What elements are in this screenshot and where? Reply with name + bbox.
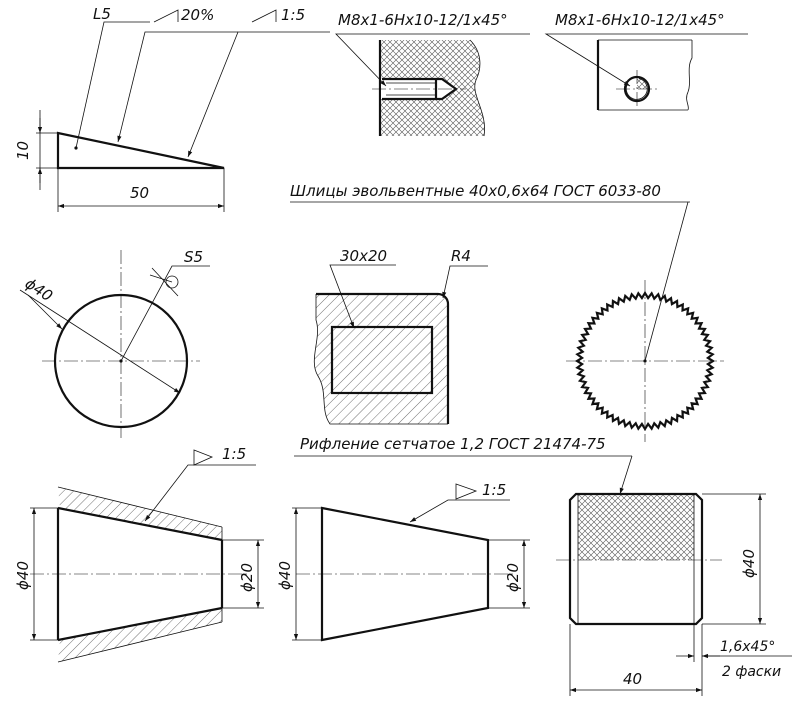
square-leader bbox=[120, 265, 210, 362]
taper-shaft-view: 1:5 ϕ40 ϕ20 bbox=[276, 481, 530, 642]
spline-leader bbox=[644, 201, 689, 362]
taper-hole-symbol-icon bbox=[193, 449, 214, 466]
wedge-slope-pct-label: 20% bbox=[181, 6, 214, 24]
wedge-body bbox=[56, 131, 225, 170]
knurl-body bbox=[568, 492, 704, 626]
wedge-leader-pct bbox=[117, 31, 238, 143]
slope-symbol-icon bbox=[153, 9, 179, 23]
taper-hole-big-label: ϕ40 bbox=[14, 561, 32, 590]
taper-hole-section-top bbox=[58, 487, 222, 540]
taper-hole-break-bottom bbox=[57, 621, 223, 663]
thread-hole-callout: M8x1-6Hx10-12/1x45° bbox=[338, 11, 508, 29]
slot-break bbox=[313, 294, 448, 425]
knurl-leader bbox=[619, 455, 633, 495]
taper-hole-section-bottom bbox=[58, 608, 222, 662]
wedge-length-label: 50 bbox=[130, 184, 149, 202]
square-diameter-arrow bbox=[27, 294, 63, 330]
square-marker-icon bbox=[165, 275, 179, 289]
taper-shaft-small-label: ϕ20 bbox=[504, 563, 522, 592]
taper-shaft-big-label: ϕ40 bbox=[276, 561, 294, 590]
wedge-leader-l5 bbox=[75, 21, 150, 149]
slot-section bbox=[314, 294, 448, 424]
spline-view bbox=[566, 201, 724, 442]
thread-end-quarter bbox=[637, 77, 649, 89]
square-size-label: S5 bbox=[184, 248, 203, 266]
square-marker-lines bbox=[149, 267, 179, 297]
thread-end-view: M8x1-6Hx10-12/1x45° bbox=[544, 11, 748, 111]
knurl-chamfer-count: 2 фаски bbox=[722, 664, 781, 680]
knurl-chamfer-label: 1,6x45° bbox=[720, 639, 775, 655]
taper-shaft-symbol-icon bbox=[455, 483, 478, 500]
wedge-view: L5 20% 1:5 10 50 bbox=[14, 5, 330, 212]
taper-hole-leader bbox=[144, 464, 256, 522]
thread-hole-view: M8x1-6Hx10-12/1x45° bbox=[335, 11, 530, 137]
taper-hole-break-top bbox=[57, 486, 223, 528]
thread-hole-break bbox=[469, 39, 485, 137]
taper-hole-top bbox=[57, 506, 223, 542]
thread-hole-leader bbox=[335, 33, 530, 87]
square-diameter-label: ϕ40 bbox=[22, 274, 56, 305]
thread-end-plate bbox=[598, 40, 692, 110]
knurl-pattern bbox=[578, 494, 694, 560]
wedge-slope-ratio-label: 1:5 bbox=[281, 6, 305, 24]
knurl-view: ϕ40 40 1,6x45° 2 фаски bbox=[556, 492, 792, 696]
taper-hole-bottom bbox=[57, 606, 223, 642]
wedge-leader-ratio bbox=[187, 31, 330, 158]
thread-end-arc bbox=[625, 78, 648, 100]
slot-radius-label: R4 bbox=[451, 247, 471, 265]
slot-size-label: 30x20 bbox=[340, 247, 387, 265]
taper-shaft-ratio: 1:5 bbox=[482, 481, 506, 499]
slot-view: 30x20 R4 bbox=[313, 247, 488, 425]
taper-hole-small-label: ϕ20 bbox=[238, 563, 256, 592]
thread-end-break bbox=[686, 40, 693, 111]
taper-hole-view: 1:5 ϕ40 ϕ20 bbox=[14, 445, 264, 663]
square-diameter-dimline bbox=[19, 289, 181, 394]
slot-rect bbox=[330, 325, 434, 395]
wedge-height-label: 10 bbox=[14, 141, 32, 160]
knurl-caption: Рифление сетчатое 1,2 ГОСТ 21474-75 bbox=[300, 435, 606, 453]
taper-shaft-leader bbox=[409, 499, 510, 523]
taper-hole-ratio: 1:5 bbox=[222, 445, 246, 463]
knurl-length-label: 40 bbox=[623, 670, 642, 688]
knurl-diameter-label: ϕ40 bbox=[740, 549, 758, 578]
thread-end-callout: M8x1-6Hx10-12/1x45° bbox=[555, 11, 725, 29]
slope-symbol-icon bbox=[251, 9, 277, 23]
slot-size-leader bbox=[329, 264, 396, 329]
slot-radius-leader bbox=[442, 265, 488, 299]
thread-end-leader bbox=[544, 33, 748, 87]
wedge-slope-l-label: L5 bbox=[93, 5, 111, 23]
spline-caption: Шлицы эвольвентные 40х0,6х64 ГОСТ 6033-8… bbox=[290, 182, 661, 200]
square-view: ϕ40 S5 bbox=[19, 248, 210, 438]
